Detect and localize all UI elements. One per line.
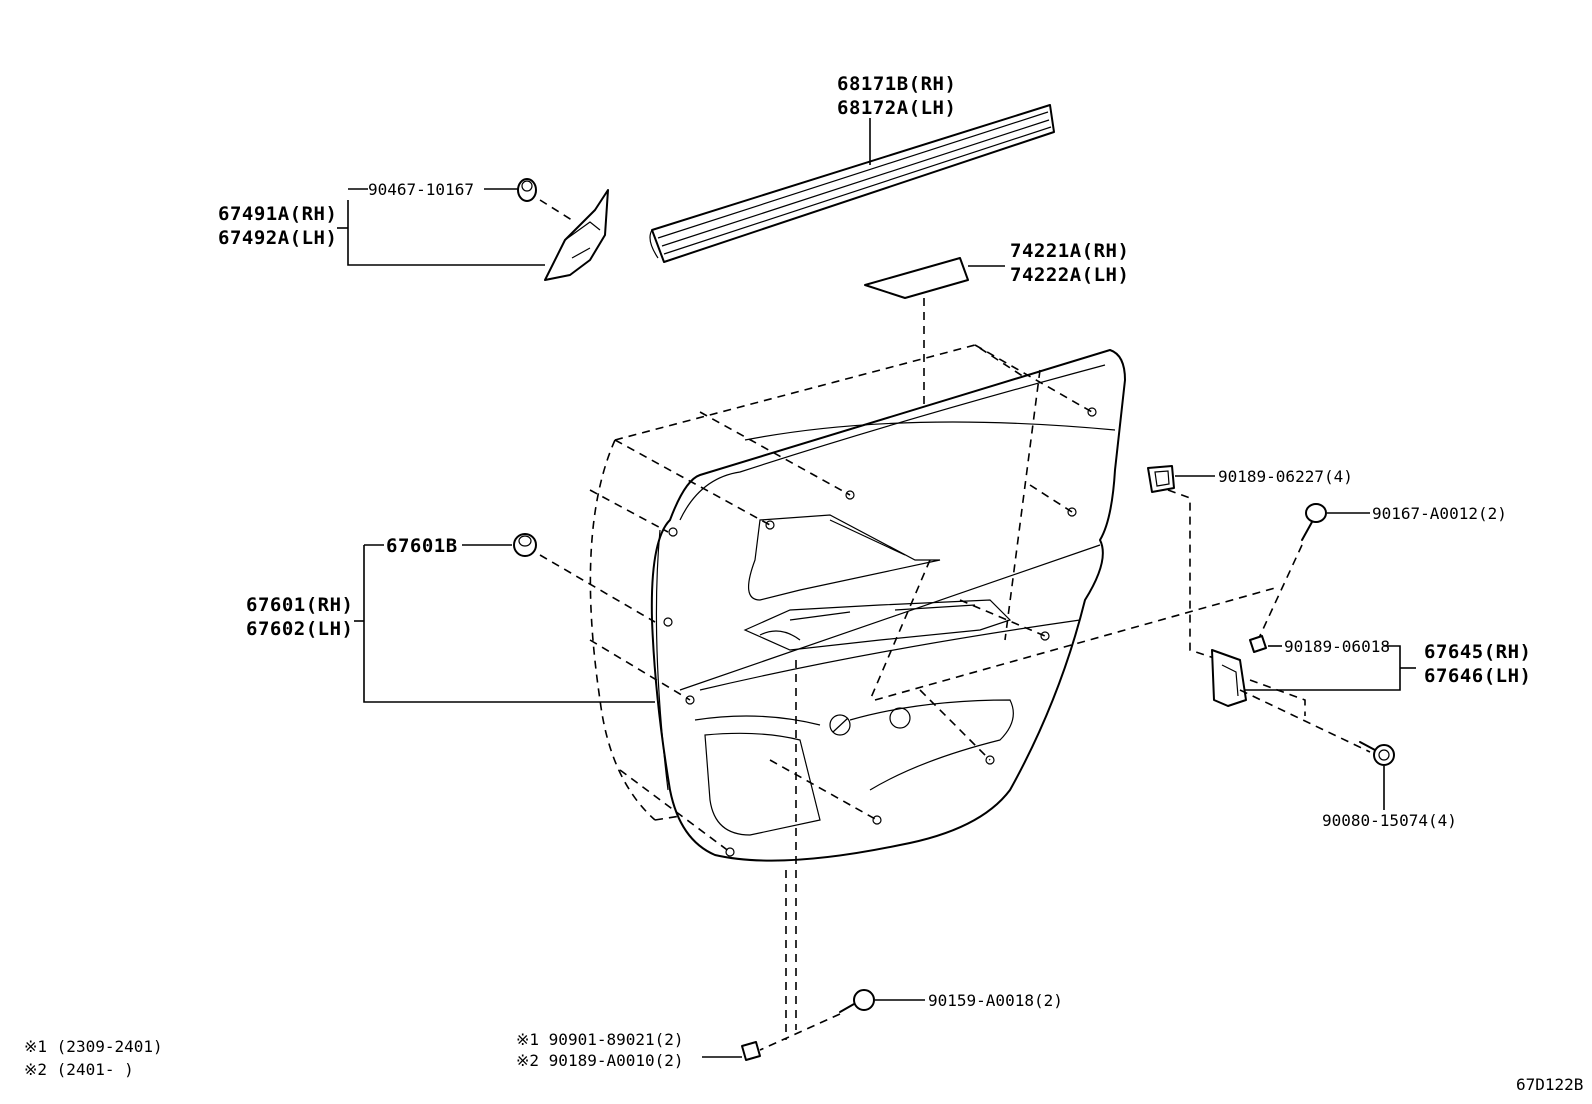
label-90167: 90167-A0012(2) xyxy=(1372,504,1507,523)
label-67601: 67601(RH) xyxy=(246,594,353,616)
label-67492A: 67492A(LH) xyxy=(218,227,337,249)
label-74221A: 74221A(RH) xyxy=(1010,240,1129,262)
screw-90167 xyxy=(1257,503,1370,641)
label-67602: 67602(LH) xyxy=(246,618,353,640)
clip-90467 xyxy=(484,178,576,223)
label-90189-06018: 90189-06018 xyxy=(1284,637,1390,656)
screw-90080 xyxy=(1359,741,1395,810)
footnote-1: ※1 (2309-2401) xyxy=(24,1037,163,1056)
label-90467: 90467-10167 xyxy=(368,180,474,199)
label-74222A: 74222A(LH) xyxy=(1010,264,1129,286)
label-68172A: 68172A(LH) xyxy=(837,97,956,119)
garnish-67491A xyxy=(337,188,609,281)
label-90080: 90080-15074(4) xyxy=(1322,811,1457,830)
screw-90159 xyxy=(759,989,925,1051)
label-67491A: 67491A(RH) xyxy=(218,203,337,225)
label-90189-A0010: ※2 90189-A0010(2) xyxy=(516,1051,684,1070)
belt-moulding xyxy=(649,104,1055,263)
clip-90189-06227 xyxy=(1147,465,1221,661)
clip-67601B xyxy=(364,533,656,623)
label-67601B: 67601B xyxy=(386,535,458,557)
door-trim-board xyxy=(354,344,1276,862)
clip-90901 xyxy=(702,660,797,1061)
label-68171B: 68171B(RH) xyxy=(837,73,956,95)
footnote-2: ※2 (2401- ) xyxy=(24,1060,134,1079)
label-67646: 67646(LH) xyxy=(1424,665,1531,687)
label-90189-06227: 90189-06227(4) xyxy=(1218,467,1353,486)
label-90159: 90159-A0018(2) xyxy=(928,991,1063,1010)
label-90901: ※1 90901-89021(2) xyxy=(516,1030,684,1049)
diagram-code: 67D122B xyxy=(1516,1075,1583,1094)
bracket-67645 xyxy=(1211,635,1416,753)
label-67645: 67645(RH) xyxy=(1424,641,1531,663)
